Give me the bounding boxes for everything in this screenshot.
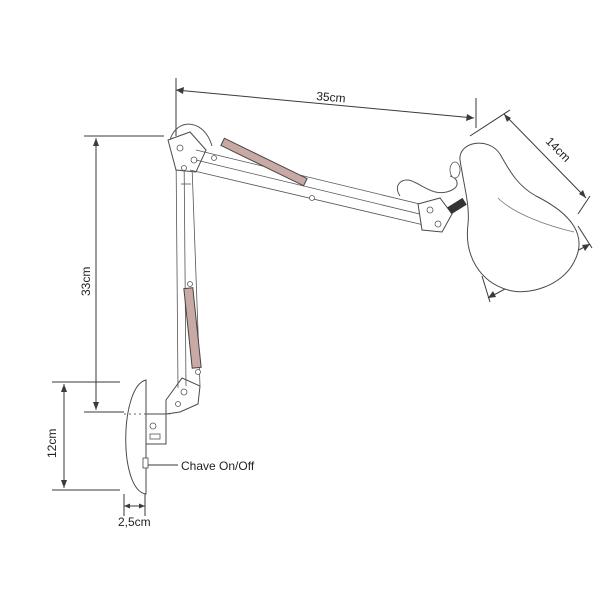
head-joint — [396, 175, 467, 233]
upper-arm-rod-mid — [195, 159, 429, 217]
dimension-base-height: 12cm — [45, 381, 120, 491]
head-bracket — [417, 197, 453, 233]
mounting-screw — [149, 422, 157, 430]
dimension-line — [175, 89, 475, 119]
upper-arm-rod-bottom — [189, 169, 429, 227]
lower-pivot — [165, 377, 201, 415]
base-plate-outline — [125, 379, 147, 495]
dimension-line — [503, 113, 587, 199]
lower-arm — [175, 149, 202, 389]
arrow-head-bottom — [61, 480, 67, 488]
shade-height-label: 14cm — [543, 134, 574, 165]
pivot-screw-small — [175, 401, 181, 407]
mounting-clip — [149, 433, 161, 440]
base-depth-label: 2,5cm — [118, 515, 151, 529]
lower-spring-hook-top — [187, 281, 193, 287]
elbow-screw-3 — [181, 165, 187, 171]
arrow-head-right — [582, 244, 590, 251]
shade-body — [459, 142, 580, 293]
head-screw-2 — [434, 220, 442, 228]
upper-spring-hook-left — [211, 155, 217, 161]
lamp-shade — [449, 142, 580, 293]
upper-spring-hook-right — [309, 195, 315, 201]
pivot-bracket — [165, 377, 201, 415]
arrow-head-top — [504, 114, 511, 122]
pivot-screw — [180, 388, 188, 396]
upper-arm-rod-top — [195, 149, 429, 207]
arm-length-label: 35cm — [316, 89, 346, 106]
arm-height-label: 33cm — [79, 267, 93, 296]
lower-spring-hook-bottom — [195, 369, 201, 375]
lower-arm-rod-left — [175, 149, 179, 389]
lower-arm-rod-mid — [183, 149, 187, 387]
elbow-bracket — [167, 131, 207, 173]
dimension-base-depth: 2,5cm — [118, 494, 151, 529]
dimension-arm-height: 33cm — [79, 135, 164, 413]
extension-line-top — [469, 109, 511, 137]
elbow-joint — [167, 123, 213, 173]
arrow-head-left — [488, 291, 496, 298]
elbow-cable — [169, 123, 213, 147]
arrow-head-top — [61, 384, 67, 392]
dimension-arm-length: 35cm — [175, 78, 477, 136]
shade-seam — [497, 197, 575, 233]
arrow-head-right — [139, 503, 145, 509]
arrow-head-bottom — [93, 402, 99, 410]
shade-socket — [449, 161, 461, 179]
upper-spring — [220, 137, 308, 187]
switch-label: Chave On/Off — [181, 459, 255, 473]
arrow-head-top — [93, 138, 99, 146]
on-off-switch — [142, 457, 149, 469]
lamp-drawing: Chave On/Off — [124, 123, 580, 495]
base-height-label: 12cm — [45, 429, 59, 458]
wall-base: Chave On/Off — [124, 379, 255, 495]
upper-arm — [189, 137, 429, 227]
arrow-head-right — [466, 114, 474, 121]
elbow-screw-1 — [176, 144, 184, 152]
arrow-head-left — [124, 503, 130, 509]
head-knob — [447, 197, 467, 215]
arrow-head-left — [176, 87, 184, 94]
mounting-block — [145, 413, 167, 445]
arrow-head-bottom — [579, 190, 586, 198]
extension-line-bottom — [577, 195, 591, 215]
head-screw-1 — [426, 206, 434, 214]
lower-spring — [183, 287, 202, 369]
head-cable — [396, 175, 458, 197]
